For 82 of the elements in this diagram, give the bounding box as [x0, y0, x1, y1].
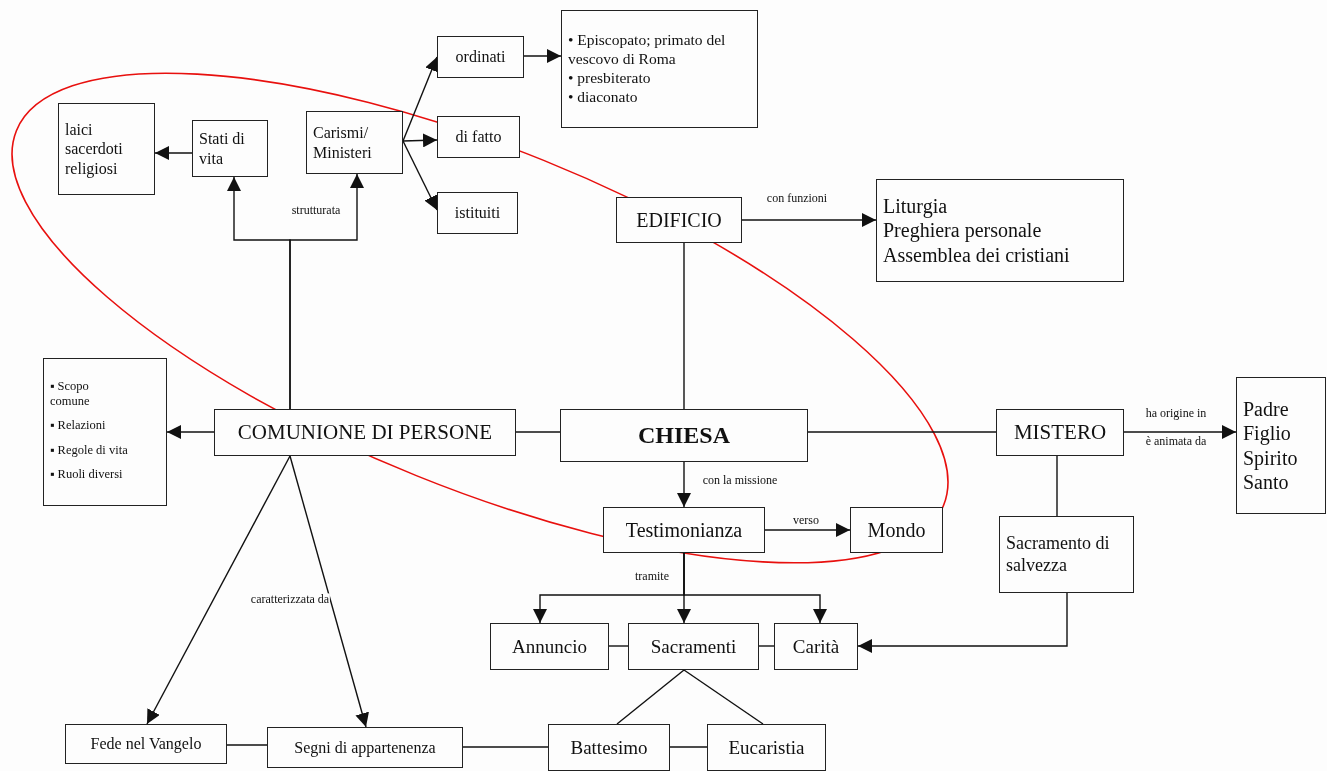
- concept-text: • diaconato: [568, 87, 638, 107]
- concept-text: ▪ Ruoli diversi: [50, 466, 123, 483]
- concept-text: • presbiterato: [568, 69, 651, 88]
- concept-text: ▪ Regole di vita: [50, 442, 128, 458]
- concept-box: [437, 116, 520, 158]
- connector-line: [683, 669, 764, 725]
- arrow: [289, 455, 369, 728]
- arrow: [402, 56, 439, 142]
- concept-box: [437, 192, 518, 234]
- concept-text: Battesimo: [570, 735, 648, 760]
- connector-line: [515, 431, 561, 433]
- concept-box: [616, 197, 742, 243]
- concept-box: [628, 623, 759, 670]
- concept-box: [603, 507, 765, 553]
- concept-box: [561, 10, 758, 128]
- concept-box: [214, 409, 516, 456]
- concept-text: MISTERO: [1013, 419, 1107, 446]
- concept-box: [192, 120, 268, 177]
- concept-text: CHIESA: [638, 420, 730, 450]
- concept-box: [560, 409, 808, 462]
- connector-line: [462, 746, 549, 748]
- concept-text: Assemblea dei cristiani: [883, 242, 1070, 268]
- concept-text: • Episcopato; primato del vescovo di Roma: [568, 31, 727, 69]
- arrow: [677, 461, 691, 508]
- arrow: [289, 173, 364, 410]
- concept-box: [774, 623, 858, 670]
- concept-box: [876, 179, 1124, 282]
- concept-box: [996, 409, 1124, 456]
- concept-text: laici sacerdoti religiosi: [65, 119, 123, 179]
- concept-text: Eucaristia: [728, 735, 805, 760]
- connector-line: [226, 744, 268, 746]
- concept-text: di fatto: [455, 127, 502, 147]
- concept-text: Stati di vita: [199, 129, 246, 168]
- concept-box: [1236, 377, 1326, 514]
- concept-box: [437, 36, 524, 78]
- arrow: [764, 523, 851, 537]
- arrow: [166, 425, 215, 439]
- concept-box: [999, 516, 1134, 593]
- concept-box: [58, 103, 155, 195]
- arrow: [402, 140, 438, 211]
- concept-text: COMUNIONE DI PERSONE: [237, 419, 493, 446]
- concept-box: [548, 724, 670, 771]
- arrow: [146, 455, 291, 725]
- connector-line: [758, 645, 775, 647]
- arrow: [154, 146, 193, 160]
- concept-box: [850, 507, 943, 553]
- concept-text: Carismi/ Ministeri: [313, 123, 373, 162]
- connector-line: [1056, 455, 1058, 517]
- connector-line: [616, 669, 685, 725]
- arrow: [741, 213, 877, 227]
- arrow: [683, 552, 827, 624]
- concept-text: Fede nel Vangelo: [90, 734, 202, 754]
- concept-box: [65, 724, 227, 764]
- concept-text: Carità: [792, 634, 840, 659]
- concept-text: ▪ Relazioni: [50, 418, 106, 434]
- concept-text: Padre Figlio Spirito Santo: [1243, 396, 1298, 495]
- concept-text: Sacramento di salvezza: [1006, 532, 1111, 577]
- connector-line: [669, 746, 708, 748]
- concept-box: [490, 623, 609, 670]
- connector-line: [683, 242, 685, 410]
- concept-box: [267, 727, 463, 768]
- connector-line: [608, 645, 629, 647]
- arrow: [1123, 425, 1237, 439]
- concept-box: [306, 111, 403, 174]
- concept-box: [43, 358, 167, 506]
- edge-label: ha origine in: [1144, 407, 1208, 421]
- concept-text: Segni di appartenenza: [294, 737, 436, 758]
- arrow: [402, 133, 438, 148]
- concept-box: [707, 724, 826, 771]
- concept-text: Annuncio: [512, 634, 587, 659]
- concept-text: istituiti: [454, 203, 501, 223]
- concept-text: EDIFICIO: [636, 207, 722, 233]
- concept-text: ▪ Scopo comune: [50, 378, 91, 410]
- concept-text: ordinati: [455, 47, 506, 67]
- concept-text: Sacramenti: [650, 634, 737, 659]
- connector-line: [807, 431, 997, 433]
- concept-text: Preghiera personale: [883, 218, 1042, 243]
- concept-text: Testimonianza: [625, 517, 743, 543]
- arrow: [523, 49, 562, 63]
- concept-text: Liturgia: [883, 193, 948, 219]
- arrow: [857, 592, 1068, 653]
- concept-text: Mondo: [867, 517, 926, 543]
